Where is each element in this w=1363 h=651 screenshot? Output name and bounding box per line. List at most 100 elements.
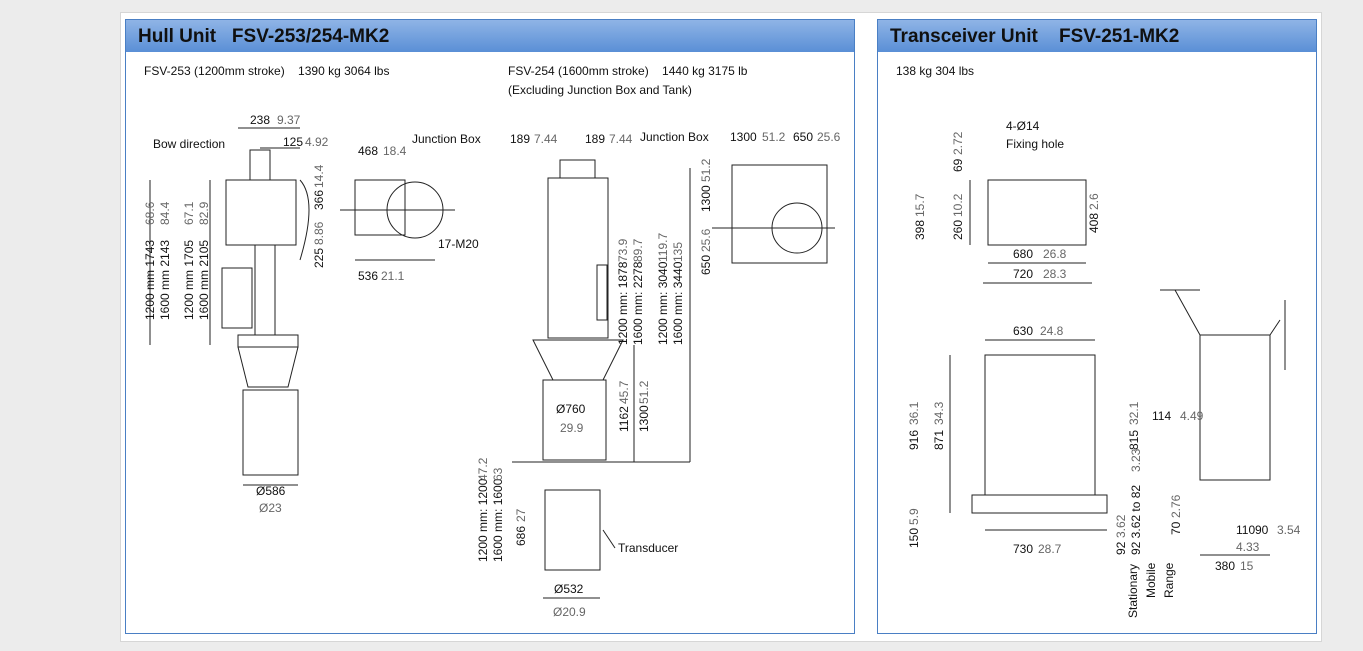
dim-468: 468 [358, 144, 378, 158]
h253-c-in: 67.1 [182, 201, 196, 225]
dim-468-in: 18.4 [383, 144, 407, 158]
fsv254-note: (Excluding Junction Box and Tank) [508, 83, 692, 97]
hull-unit-title: Hull Unit FSV-253/254-MK2 [138, 26, 390, 47]
dim-380: 380 [1215, 559, 1235, 573]
fsv253-lifting-head [249, 149, 271, 181]
transducer-label: Transducer [618, 541, 678, 555]
t-b-in: 63 [491, 467, 505, 481]
transceiver-base [971, 494, 1108, 514]
h253-a: 1200 mm 1743 [143, 240, 157, 320]
dim-90: 90 [1255, 523, 1269, 537]
dim-260: 260 [951, 220, 965, 240]
hull-unit-panel: Hull Unit FSV-253/254-MK2 FSV-253 (1200m… [125, 19, 855, 634]
fsv254-transducer [544, 489, 601, 571]
dim-150: 150 [907, 528, 921, 548]
h254-a-in: 73.9 [616, 238, 630, 262]
fsv253-transducer [242, 389, 299, 476]
h253-b: 1600 mm 2143 [158, 240, 172, 320]
fsv254-column [547, 177, 609, 339]
h254-a: 1200 mm: 1878 [616, 261, 630, 345]
dim-69: 69 [951, 158, 965, 172]
fixing-hole-label: Fixing hole [1006, 137, 1064, 151]
h254-d: 1600 mm: 3440 [671, 261, 685, 345]
h253-d-in: 82.9 [197, 201, 211, 225]
dim-871-in: 34.3 [932, 401, 946, 425]
dia-760-in: 29.9 [560, 421, 584, 435]
dim-70-in: 2.76 [1169, 494, 1183, 518]
stationary-label: Stationary [1126, 564, 1140, 618]
dim-630: 630 [1013, 324, 1033, 338]
transceiver-top-view [987, 179, 1087, 246]
h253-d: 1600 mm 2105 [197, 240, 211, 320]
dia-586-in: Ø23 [259, 501, 282, 515]
dim-92: 92 [1114, 541, 1128, 555]
dim-650a-in: 25.6 [817, 130, 841, 144]
dim-1162: 1162 [617, 406, 631, 432]
h254-c: 1200 mm: 3040 [656, 261, 670, 345]
dim-871: 871 [932, 430, 946, 450]
dim-114-in: 4.49 [1180, 409, 1204, 423]
transceiver-side-view [1199, 334, 1271, 481]
h253-b-in: 84.4 [158, 201, 172, 225]
fsv254-spec: FSV-254 (1600mm stroke) 1440 kg 3175 lb [508, 64, 748, 78]
dim-82-in: 3.23 [1129, 448, 1143, 472]
bow-direction-label: Bow direction [153, 137, 225, 151]
dim-1162-in: 45.7 [617, 380, 631, 404]
dim-150-in: 5.9 [907, 508, 921, 525]
transceiver-front-view [984, 354, 1096, 496]
dia-760: Ø760 [556, 402, 586, 416]
fsv254-tank-body [542, 379, 607, 461]
dim-125: 125 [283, 135, 303, 149]
hull-unit-header: Hull Unit FSV-253/254-MK2 [126, 20, 854, 52]
fsv253-shaft [254, 244, 276, 336]
dim-90-in: 3.54 [1277, 523, 1301, 537]
h254-c-in: 119.7 [656, 233, 670, 262]
dim-408-in: 2.6 [1087, 193, 1101, 210]
dim-433: 4.33 [1236, 540, 1260, 554]
dim-114: 114 [1152, 409, 1171, 423]
transceiver-drawing [949, 179, 1286, 556]
dim-916: 916 [907, 430, 921, 450]
dim-69-in: 2.72 [951, 131, 965, 155]
dim-730-in: 28.7 [1038, 542, 1062, 556]
dim-686: 686 [514, 526, 528, 546]
junction-box-1-drawing [340, 179, 455, 261]
junction-box-1-label: Junction Box [412, 132, 481, 146]
transceiver-unit-header: Transceiver Unit FSV-251-MK2 [878, 20, 1316, 52]
dia-532-in: Ø20.9 [553, 605, 586, 619]
transceiver-side-brackets [1174, 289, 1281, 336]
dim-650a: 650 [793, 130, 813, 144]
dim-1300c-in: 51.2 [637, 380, 651, 404]
dim-1300a-in: 51.2 [762, 130, 786, 144]
h254-d-in: 135 [671, 242, 685, 262]
range-label: Range [1162, 562, 1176, 598]
junction-box-1-body [354, 179, 406, 236]
dim-1300c: 1300 [637, 405, 651, 432]
mobile-label: Mobile [1144, 562, 1158, 598]
dim-92-in: 3.62 [1114, 514, 1128, 538]
dim-225-in: 8.86 [312, 221, 326, 245]
dim-225: 225 [312, 248, 326, 268]
dim-815: 815 [1127, 430, 1141, 450]
fsv254-rack [596, 264, 608, 321]
dim-630-in: 24.8 [1040, 324, 1064, 338]
h254-b: 1600 mm: 2278 [631, 261, 645, 345]
dim-720: 720 [1013, 267, 1033, 281]
dim-650b: 650 [699, 255, 713, 275]
fsv254-top [559, 159, 596, 179]
dim-916-in: 36.1 [907, 401, 921, 425]
dia-532: Ø532 [554, 582, 584, 596]
holes-label: 4-Ø14 [1006, 119, 1040, 133]
dim-650b-in: 25.6 [699, 228, 713, 252]
dim-238: 238 [250, 113, 270, 127]
dim-720-in: 28.3 [1043, 267, 1067, 281]
dim-260-in: 10.2 [951, 193, 965, 217]
junction-box-2-outline [731, 164, 828, 264]
dim-680: 680 [1013, 247, 1033, 261]
fsv253-motor-frame [225, 179, 297, 246]
junction-box-2-label: Junction Box [640, 130, 709, 144]
t-a: 1200 mm: 1200 [476, 478, 490, 562]
dim-408: 408 [1087, 213, 1101, 233]
fsv253-tank [237, 346, 299, 388]
